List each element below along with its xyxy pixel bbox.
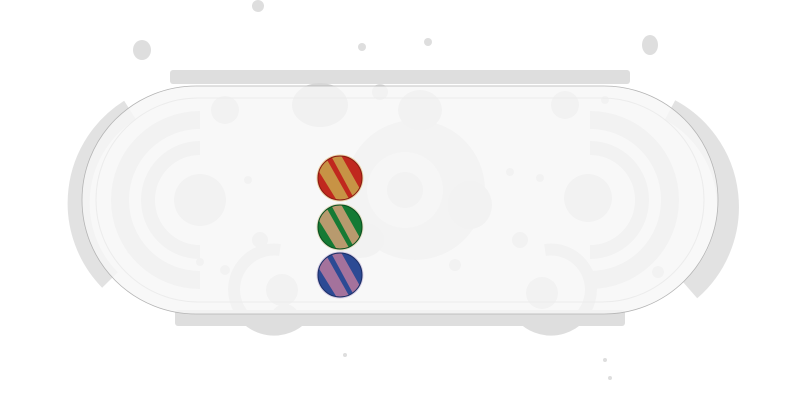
track	[81, 85, 719, 315]
red-ball-icon[interactable]	[316, 150, 365, 212]
blue-ball-icon[interactable]	[316, 247, 365, 309]
green-ball-icon[interactable]	[316, 199, 365, 261]
track-inner-edge	[95, 97, 705, 303]
